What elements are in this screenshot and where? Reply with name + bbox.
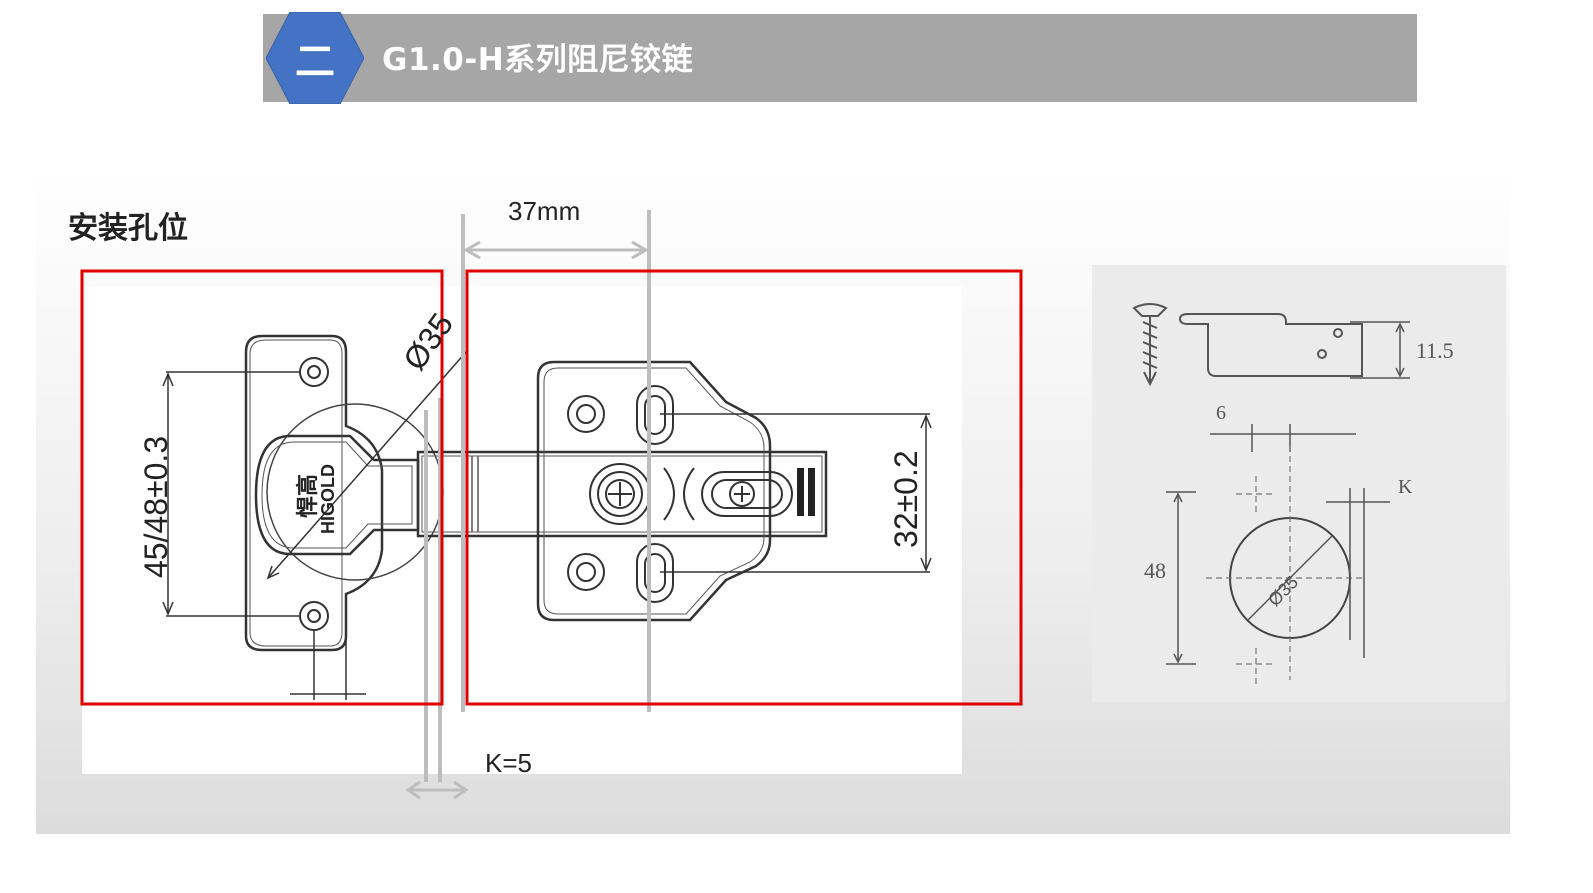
detail-6-label: 6 <box>1216 402 1226 424</box>
dim-line-right <box>660 413 932 573</box>
hinge-arm <box>416 450 828 538</box>
mount-hole-tl <box>567 395 605 433</box>
page-title: G1.0-H系列阻尼铰链 <box>382 42 694 78</box>
cup-body <box>254 434 420 556</box>
main-drawing-area <box>82 286 962 774</box>
diameter-leader <box>267 351 467 579</box>
detail-depth-label: 11.5 <box>1416 338 1454 363</box>
detail-drawing-area <box>1092 265 1506 702</box>
dim-37-label: 37mm <box>508 196 581 226</box>
dim-depth-line <box>1350 321 1410 379</box>
cup-side-view <box>1178 313 1363 377</box>
detail-k-label: K <box>1398 476 1413 498</box>
highlight-box-right <box>465 269 1023 706</box>
section-number-badge <box>266 12 364 104</box>
dim-k-label: K=5 <box>485 748 532 778</box>
dim-37-arrow <box>462 240 650 260</box>
mounting-plate-outline <box>536 360 772 622</box>
section-label: 安装孔位 <box>68 211 188 246</box>
dim-bottom-small <box>290 630 366 700</box>
dim-48-line <box>1166 491 1196 665</box>
mount-slot-bottom <box>636 543 674 603</box>
dim-k-arrow <box>405 780 469 800</box>
mount-slot-top <box>636 385 674 445</box>
detail-48-label: 48 <box>1144 558 1166 583</box>
highlight-box-left <box>80 269 444 706</box>
guide-lines <box>424 210 651 782</box>
badge-number: 二 <box>295 39 335 85</box>
center-lines <box>1206 446 1364 684</box>
mount-hole-bl <box>567 553 605 591</box>
header-bar <box>263 14 1417 102</box>
diameter-leader-detail <box>1247 535 1333 621</box>
dim-6-line <box>1210 424 1356 452</box>
cup-plate-outline <box>244 334 384 652</box>
dim-line-left <box>162 371 300 617</box>
depth-adjust-slot <box>701 471 793 517</box>
grip-lines <box>797 468 815 516</box>
screw-icon <box>1132 303 1168 387</box>
dim-k-detail <box>1326 488 1390 658</box>
